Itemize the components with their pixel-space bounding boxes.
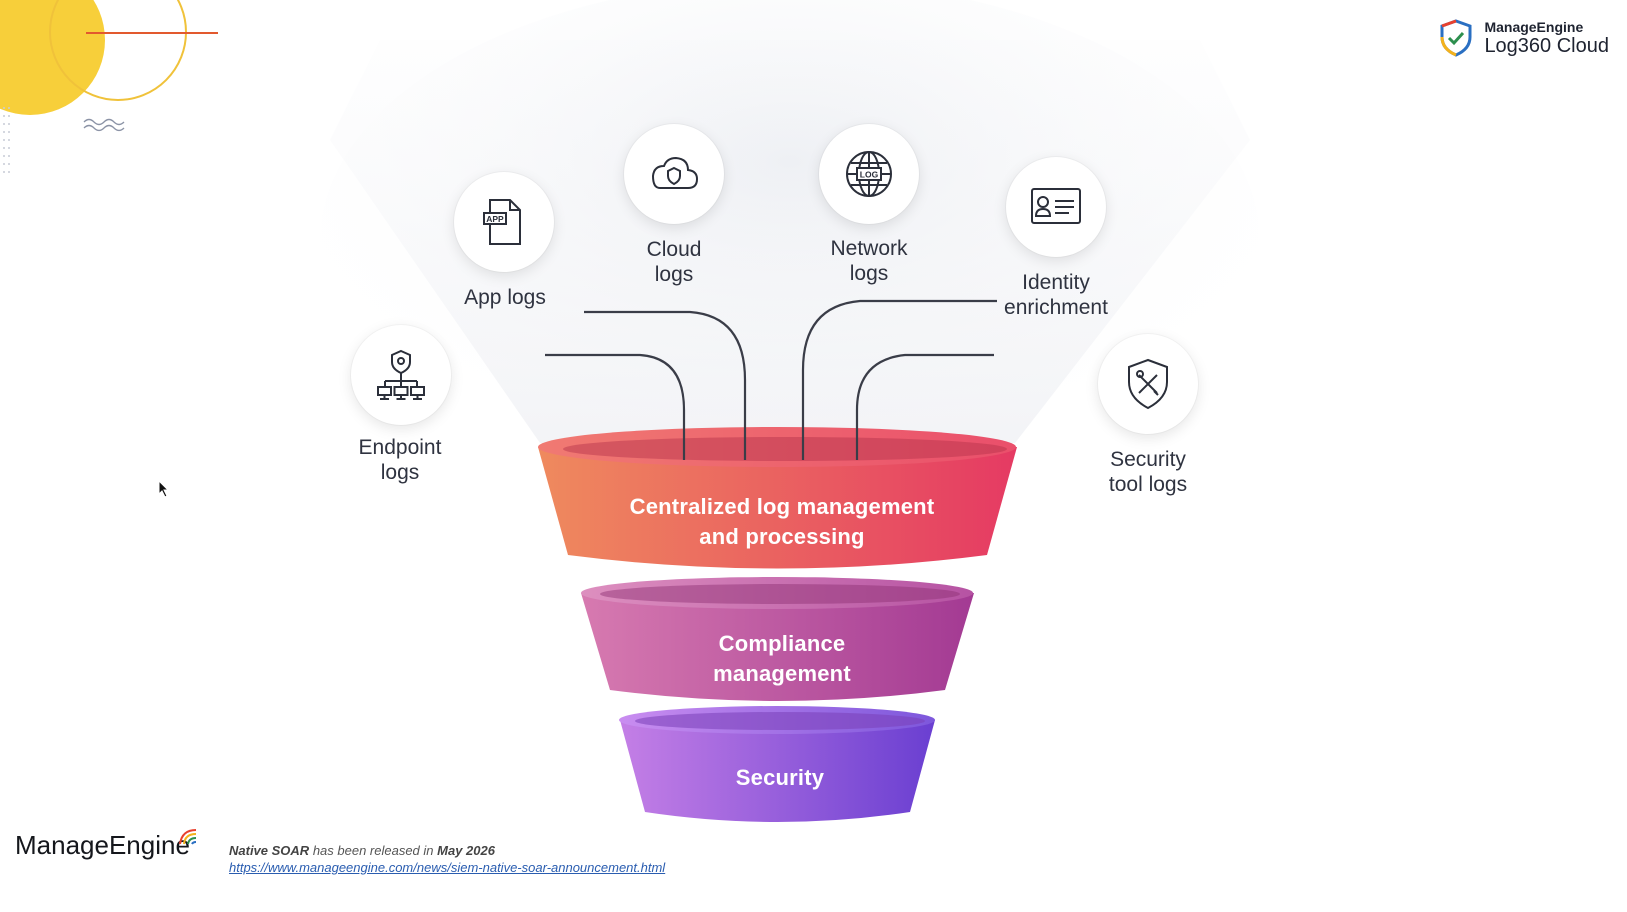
shield-tools-icon <box>1128 358 1168 410</box>
tier-centralized-label: Centralized log management and processin… <box>582 492 982 552</box>
network-tree-shield-icon <box>377 349 425 400</box>
security-tool-logs-label: Security tool logs <box>1063 447 1233 497</box>
brand-top-line2: Log360 Cloud <box>1484 35 1609 57</box>
yellow-circle-decoration <box>0 0 105 115</box>
announcement-link[interactable]: https://www.manageengine.com/news/siem-n… <box>229 860 666 875</box>
light-beam <box>330 40 1250 443</box>
bottom-brand: ManageEngine <box>15 829 197 861</box>
top-brand: ManageEngine Log360 Cloud <box>1436 18 1609 58</box>
network-logs-line2: logs <box>849 262 889 285</box>
cloud-logs-line1: Cloud <box>646 238 702 261</box>
network-logs-icon-circle: LOG <box>819 124 919 224</box>
endpoint-logs-icon-circle <box>351 325 451 425</box>
footnote-part1: Native SOAR <box>229 843 310 858</box>
tier-security-line1: Security <box>735 765 825 790</box>
endpoint-logs-line1: Endpoint <box>358 436 442 459</box>
cloud-shield-icon <box>651 156 699 189</box>
identity-enrichment-line1: Identity <box>1022 271 1090 294</box>
tier-centralized-line2: and processing <box>699 524 865 549</box>
cloud-logs-label: Cloud logs <box>589 237 759 287</box>
identity-enrichment-line2: enrichment <box>1004 296 1108 319</box>
tier-compliance-shape <box>581 577 974 701</box>
id-card-icon <box>1031 188 1081 224</box>
tier-compliance-line2: management <box>713 661 851 686</box>
manageengine-wordmark: ManageEngine <box>15 830 190 860</box>
security-tool-logs-line2: tool logs <box>1108 473 1188 496</box>
dot-grid-decoration <box>3 107 10 173</box>
footnote-part3: May 2026 <box>437 843 495 858</box>
connector-security-tool <box>855 353 994 460</box>
security-tool-logs-line1: Security <box>1110 448 1186 471</box>
identity-enrichment-icon-circle <box>1006 157 1106 257</box>
cloud-logs-line2: logs <box>654 263 694 286</box>
cloud-logs-icon-circle <box>624 124 724 224</box>
decorative-corner-shapes <box>0 0 218 173</box>
manageengine-arc-icon <box>179 829 197 845</box>
brand-top-line1: ManageEngine <box>1484 19 1584 35</box>
connector-endpoint <box>545 353 686 460</box>
log360-logo-icon <box>1440 19 1472 57</box>
network-logs-line1: Network <box>830 237 908 260</box>
identity-enrichment-label: Identity enrichment <box>971 270 1141 320</box>
footnote-text: Native SOAR has been released in May 202… <box>229 843 495 858</box>
tier-security-shape <box>619 706 935 822</box>
tier-compliance-label: Compliance management <box>612 629 952 689</box>
app-logs-label: App logs <box>420 285 590 310</box>
connector-app <box>584 310 747 460</box>
connector-lines <box>545 299 997 460</box>
tier-centralized-shape <box>538 427 1017 569</box>
app-file-icon: APP <box>483 199 521 245</box>
globe-log-icon: LOG <box>846 151 892 197</box>
footnote-part2: has been released in <box>309 843 438 858</box>
svg-text:LOG: LOG <box>860 170 879 180</box>
connector-identity <box>801 299 997 460</box>
app-logs-line1: App logs <box>464 286 546 309</box>
tier-security-label: Security <box>630 763 930 793</box>
app-logs-icon-circle: APP <box>454 172 554 272</box>
svg-text:APP: APP <box>486 214 504 224</box>
tier-compliance-line1: Compliance <box>718 631 846 656</box>
security-tool-logs-icon-circle <box>1098 334 1198 434</box>
endpoint-logs-line2: logs <box>380 461 420 484</box>
network-logs-label: Network logs <box>784 236 954 286</box>
tier-centralized-line1: Centralized log management <box>629 494 935 519</box>
mouse-cursor-icon <box>158 480 170 498</box>
wave-decoration <box>83 118 125 132</box>
endpoint-logs-label: Endpoint logs <box>315 435 485 485</box>
